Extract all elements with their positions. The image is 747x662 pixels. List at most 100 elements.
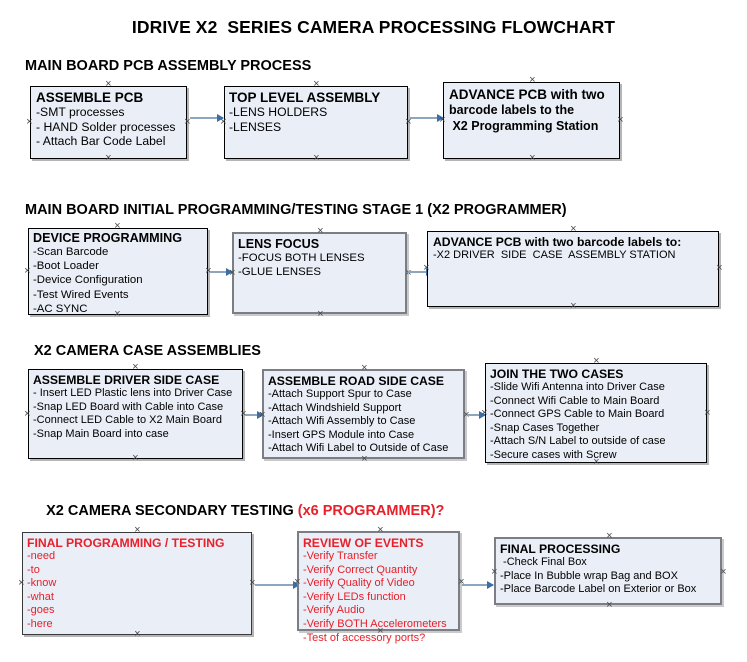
- node-header: FINAL PROCESSING: [500, 542, 621, 556]
- node-line: -Snap Cases Together: [490, 421, 600, 434]
- handle-top[interactable]: [361, 364, 370, 374]
- node-line: -AC SYNC: [33, 302, 88, 315]
- node-line: -Place Barcode Label on Exterior or Box: [500, 583, 697, 596]
- handle-top[interactable]: [593, 357, 602, 367]
- node-top-level-assembly[interactable]: TOP LEVEL ASSEMBLY -LENS HOLDERS -LENSES: [220, 80, 411, 163]
- node-line: -Boot Loader: [33, 260, 99, 273]
- node-line: -Place In Bubble wrap Bag and BOX: [500, 569, 678, 582]
- node-line: -Check Final Box: [500, 556, 587, 568]
- node-line: -Verify LEDs function: [303, 590, 406, 603]
- handle-bottom[interactable]: [606, 601, 615, 611]
- node-assemble-pcb[interactable]: ASSEMBLE PCB -SMT processes - HAND Solde…: [26, 80, 190, 163]
- section-heading-3: X2 CAMERA CASE ASSEMBLIES: [34, 343, 261, 359]
- node-line: X2 Programming Station: [449, 119, 599, 133]
- handle-top[interactable]: [606, 532, 615, 542]
- node-line: -here: [27, 617, 53, 630]
- section-heading-4-red: (x6 PROGRAMMER)?: [297, 503, 445, 519]
- handle-bottom[interactable]: [313, 154, 322, 164]
- connector-arrow: [190, 113, 224, 122]
- node-line: -goes: [27, 604, 55, 617]
- node-line: - Attach Bar Code Label: [36, 134, 166, 149]
- handle-bottom[interactable]: [317, 310, 326, 320]
- section-heading-1: MAIN BOARD PCB ASSEMBLY PROCESS: [25, 58, 312, 74]
- node-header: DEVICE PROGRAMMING: [33, 231, 183, 245]
- node-line: -know: [27, 577, 57, 590]
- handle-left[interactable]: [18, 579, 27, 589]
- node-line: -Snap LED Board with Cable into Case: [33, 400, 224, 413]
- node-line: -Attach S/N Label to outside of case: [490, 435, 666, 448]
- handle-right[interactable]: [617, 116, 626, 126]
- page-title: IDRIVE X2 SERIES CAMERA PROCESSING FLOWC…: [131, 17, 616, 37]
- node-line: -Connect Wifi Cable to Main Board: [490, 394, 660, 407]
- node-line: -Device Configuration: [33, 274, 143, 287]
- section-heading-4-main: X2 CAMERA SECONDARY TESTING: [46, 503, 298, 519]
- node-final-programming-testing[interactable]: FINAL PROGRAMMING / TESTING -need -to -k…: [18, 526, 255, 639]
- node-line: - Insert LED Plastic lens into Driver Ca…: [33, 387, 233, 399]
- node-header: ASSEMBLE PCB: [36, 90, 144, 105]
- node-header: FINAL PROGRAMMING / TESTING: [27, 536, 225, 550]
- node-line: -Verify Correct Quantity: [303, 563, 418, 576]
- handle-right[interactable]: [716, 264, 725, 274]
- node-line: -Secure cases with Screw: [490, 448, 617, 461]
- node-line: -GLUE LENSES: [238, 266, 321, 279]
- node-line: -Slide Wifi Antenna into Driver Case: [490, 381, 665, 393]
- handle-top[interactable]: [570, 225, 579, 235]
- handle-bottom[interactable]: [105, 154, 114, 164]
- node-device-programming[interactable]: DEVICE PROGRAMMING -Scan Barcode -Boot L…: [24, 222, 211, 319]
- node-header: TOP LEVEL ASSEMBLY: [229, 90, 381, 105]
- handle-left[interactable]: [26, 118, 35, 128]
- node-line: -to: [27, 563, 40, 576]
- handle-top[interactable]: [313, 80, 322, 90]
- node-line: -Attach Support Spur to Case: [268, 388, 412, 400]
- connector-arrow: [410, 113, 444, 122]
- node-header: ADVANCE PCB with two: [449, 87, 605, 102]
- handle-right[interactable]: [704, 409, 713, 419]
- node-line: -Verify Audio: [303, 604, 365, 617]
- handle-bottom[interactable]: [132, 454, 141, 464]
- node-line: -Scan Barcode: [33, 246, 109, 258]
- node-line: -LENS HOLDERS: [229, 105, 328, 119]
- node-header: ASSEMBLE DRIVER SIDE CASE: [33, 373, 220, 387]
- node-line: -Test Wired Events: [33, 288, 129, 301]
- handle-right[interactable]: [405, 118, 414, 128]
- node-line: -Attach Windshield Support: [268, 401, 402, 414]
- section-heading-2: MAIN BOARD INITIAL PROGRAMMING/TESTING S…: [25, 202, 567, 218]
- node-final-processing[interactable]: FINAL PROCESSING -Check Final Box -Place…: [491, 532, 726, 610]
- node-assemble-driver-side-case[interactable]: ASSEMBLE DRIVER SIDE CASE - Insert LED P…: [24, 363, 246, 463]
- node-header: LENS FOCUS: [238, 237, 320, 251]
- handle-top[interactable]: [317, 227, 326, 237]
- node-line: -Snap Main Board into case: [33, 427, 169, 440]
- node-advance-pcb-station[interactable]: ADVANCE PCB with two barcode labels to t…: [439, 76, 623, 163]
- section-heading-4: X2 CAMERA SECONDARY TESTING (x6 PROGRAMM…: [30, 487, 444, 535]
- handle-bottom[interactable]: [361, 455, 370, 465]
- node-line-overflow: -Test of accessory ports?: [303, 631, 426, 644]
- node-advance-pcb-driver-side[interactable]: ADVANCE PCB with two barcode labels to: …: [423, 225, 722, 311]
- node-line: -Attach Wifi Label to Outside of Case: [268, 442, 449, 455]
- node-line: -Verify BOTH Accelerometers: [303, 617, 447, 630]
- handle-right[interactable]: [720, 568, 729, 578]
- node-line: barcode labels to the: [449, 103, 575, 117]
- node-header: ASSEMBLE ROAD SIDE CASE: [268, 374, 445, 388]
- handle-bottom[interactable]: [570, 302, 579, 312]
- node-line: -LENSES: [229, 119, 282, 134]
- node-line: -X2 DRIVER SIDE CASE ASSEMBLY STATION: [433, 249, 676, 261]
- connector-arrow: [467, 410, 486, 419]
- handle-left[interactable]: [24, 410, 33, 420]
- handle-right[interactable]: [184, 118, 193, 128]
- node-line: -Verify Transfer: [303, 550, 378, 562]
- handle-bottom[interactable]: [134, 630, 143, 640]
- node-join-the-two-cases[interactable]: JOIN THE TWO CASES -Slide Wifi Antenna i…: [481, 357, 710, 467]
- node-line: -SMT processes: [36, 105, 125, 119]
- handle-top[interactable]: [105, 80, 114, 90]
- handle-bottom[interactable]: [529, 154, 538, 164]
- handle-left[interactable]: [24, 267, 33, 277]
- node-assemble-road-side-case[interactable]: ASSEMBLE ROAD SIDE CASE -Attach Support …: [259, 364, 469, 464]
- handle-top[interactable]: [132, 363, 141, 373]
- node-lens-focus[interactable]: LENS FOCUS -FOCUS BOTH LENSES -GLUE LENS…: [229, 227, 411, 319]
- node-line: -what: [27, 590, 54, 603]
- node-review-of-events[interactable]: REVIEW OF EVENTS -Verify Transfer -Verif…: [294, 526, 464, 644]
- node-header: REVIEW OF EVENTS: [303, 536, 424, 550]
- handle-top[interactable]: [529, 76, 538, 86]
- handle-left[interactable]: [491, 568, 500, 578]
- node-line: -FOCUS BOTH LENSES: [238, 252, 365, 264]
